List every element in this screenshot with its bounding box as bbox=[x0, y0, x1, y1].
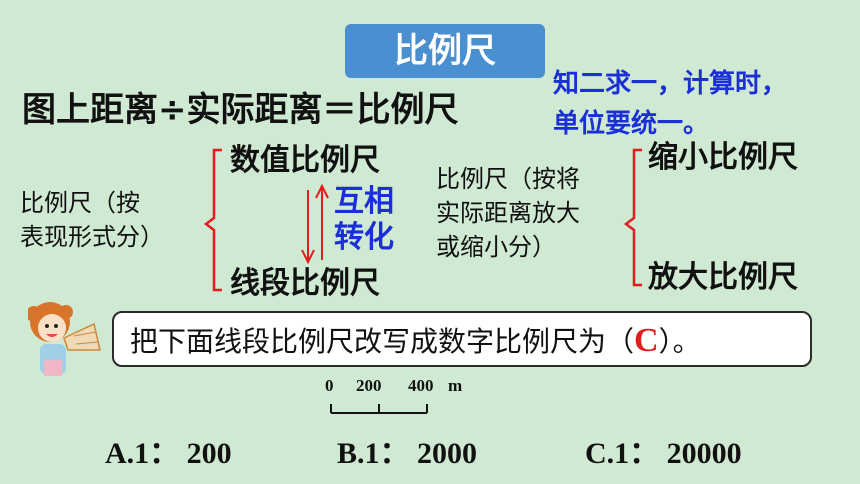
option-a: A.1： 200 bbox=[105, 437, 232, 470]
scale-bar-line bbox=[330, 404, 428, 414]
option-b: B.1： 2000 bbox=[337, 437, 478, 470]
question-text-end: ）。 bbox=[658, 325, 701, 358]
convert-line-1: 互相 bbox=[334, 184, 394, 219]
line-scale-label: 线段比例尺 bbox=[230, 266, 380, 301]
girl-megaphone-icon bbox=[28, 302, 101, 376]
convert-text: 互相 转化 bbox=[334, 184, 394, 256]
numeric-scale-label: 数值比例尺 bbox=[230, 143, 380, 178]
down-arrow bbox=[301, 190, 315, 265]
left-label-line-1: 比例尺（按 bbox=[20, 189, 140, 217]
right-label-line-3: 或缩小分） bbox=[436, 233, 556, 261]
right-label-line-2: 实际距离放大 bbox=[436, 199, 580, 227]
left-brace bbox=[203, 148, 222, 292]
up-arrow bbox=[315, 183, 329, 260]
page-title: 比例尺 bbox=[345, 24, 545, 78]
left-group-label: 比例尺（按 表现形式分） bbox=[20, 186, 164, 254]
reduce-scale-label: 缩小比例尺 bbox=[648, 140, 798, 175]
option-c: C.1： 20000 bbox=[585, 437, 742, 470]
convert-line-2: 转化 bbox=[334, 220, 394, 255]
answer-letter: C bbox=[634, 322, 659, 359]
question-box: 把下面线段比例尺改写成数字比例尺为（C）。 bbox=[112, 311, 812, 367]
scale-label-400: 400 bbox=[408, 376, 434, 395]
note-line-1: 知二求一，计算时， bbox=[553, 69, 788, 99]
left-label-line-2: 表现形式分） bbox=[20, 223, 164, 251]
note: 知二求一，计算时， 单位要统一。 bbox=[553, 64, 787, 144]
scale-label-200: 200 bbox=[356, 376, 382, 395]
question-text: 把下面线段比例尺改写成数字比例尺为（ bbox=[130, 325, 635, 358]
note-line-2: 单位要统一。 bbox=[553, 109, 710, 139]
right-brace bbox=[623, 148, 642, 287]
right-label-line-1: 比例尺（按将 bbox=[436, 165, 580, 193]
scale-unit: m bbox=[448, 376, 463, 395]
right-group-label: 比例尺（按将 实际距离放大 或缩小分） bbox=[436, 162, 580, 264]
enlarge-scale-label: 放大比例尺 bbox=[648, 260, 798, 295]
formula: 图上距离÷实际距离＝比例尺 bbox=[22, 90, 459, 130]
scale-label-0: 0 bbox=[325, 376, 334, 395]
